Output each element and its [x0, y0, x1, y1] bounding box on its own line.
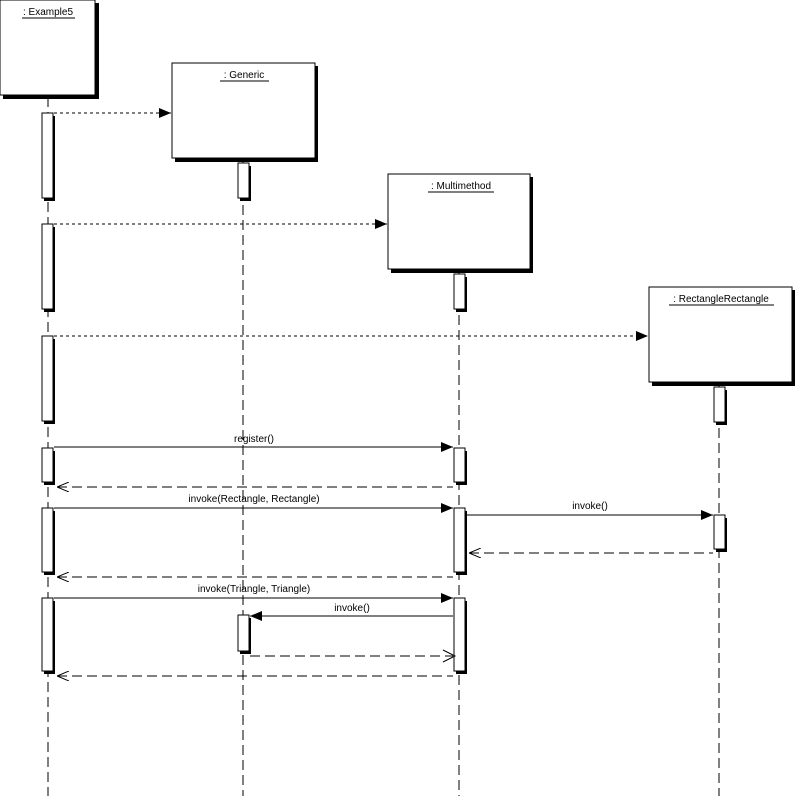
activation-bar — [41, 597, 55, 674]
message-labels: register() invoke(Rectangle, Rectangle) … — [188, 434, 607, 614]
activation-bar — [41, 335, 55, 424]
participant-label: : Example5 — [23, 7, 73, 18]
participant-multimethod[interactable]: : Multimethod — [387, 173, 533, 273]
activation-bar — [453, 507, 467, 575]
activation-bar — [237, 614, 251, 654]
activation-bar — [41, 112, 55, 201]
activation-bar — [453, 273, 467, 312]
label-invoke-rect: invoke(Rectangle, Rectangle) — [188, 494, 319, 505]
participant-example5[interactable]: : Example5 — [0, 0, 99, 99]
activation-bar — [41, 223, 55, 312]
label-register: register() — [234, 434, 274, 445]
activation-bar — [237, 162, 251, 201]
activation-bar — [713, 386, 727, 425]
label-invoke-tri: invoke(Triangle, Triangle) — [198, 584, 310, 595]
participant-label: : RectangleRectangle — [673, 294, 769, 305]
activation-bar — [453, 597, 467, 674]
return-arrowhead — [442, 649, 457, 663]
participant-rectrect[interactable]: : RectangleRectangle — [648, 286, 795, 386]
activation-bar — [713, 514, 727, 552]
participant-label: : Generic — [224, 70, 265, 81]
create-messages — [54, 108, 648, 341]
participant-label: : Multimethod — [431, 181, 491, 192]
return-messages — [57, 487, 713, 676]
activation-bar — [41, 447, 55, 485]
activations — [41, 112, 727, 674]
call-messages — [54, 442, 713, 621]
label-invoke-generic: invoke() — [334, 603, 370, 614]
label-invoke-rr: invoke() — [572, 501, 608, 512]
activation-bar — [453, 447, 467, 485]
activation-bar — [41, 507, 55, 575]
participant-generic[interactable]: : Generic — [171, 62, 318, 162]
